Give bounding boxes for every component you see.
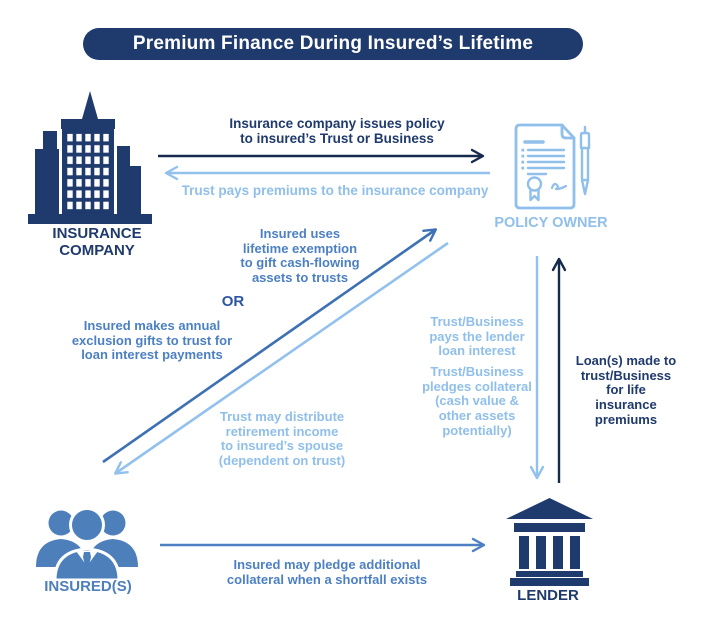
- retirement-income-label: Trust may distribute retirement income t…: [218, 409, 346, 469]
- loans-made-label: Loan(s) made to trust/Business for life …: [575, 353, 677, 427]
- bank-icon: [506, 498, 593, 586]
- gift-to-trust-arrow: [102, 228, 438, 464]
- premium-payment-label: Trust pays premiums to the insurance com…: [181, 183, 489, 198]
- title-banner: Premium Finance During Insured’s Lifetim…: [83, 28, 583, 60]
- pledge-collateral-label: Trust/Business pledges collateral (cash …: [422, 364, 532, 438]
- or-label: OR: [221, 293, 245, 310]
- annual-exclusion-label: Insured makes annual exclusion gifts to …: [71, 318, 233, 363]
- page-title: Premium Finance During Insured’s Lifetim…: [132, 33, 534, 54]
- trust-distribution-arrow: [113, 241, 449, 475]
- lifetime-exemption-label: Insured uses lifetime exemption to gift …: [240, 226, 360, 286]
- policy-owner-label: POLICY OWNER: [494, 215, 608, 231]
- people-group-icon: [36, 507, 138, 580]
- insurance-company-label: INSURANCE COMPANY: [52, 225, 142, 259]
- policy-document-icon: [514, 123, 591, 210]
- additional-collateral-label: Insured may pledge additional collateral…: [226, 557, 428, 587]
- lender-label: LENDER: [517, 587, 579, 604]
- lender-interest-label: Trust/Business pays the lender loan inte…: [429, 314, 525, 359]
- insureds-label: INSURED(S): [44, 578, 132, 595]
- insurance-company-building-icon: [28, 91, 152, 224]
- policy-issue-label: Insurance company issues policy to insur…: [229, 116, 445, 147]
